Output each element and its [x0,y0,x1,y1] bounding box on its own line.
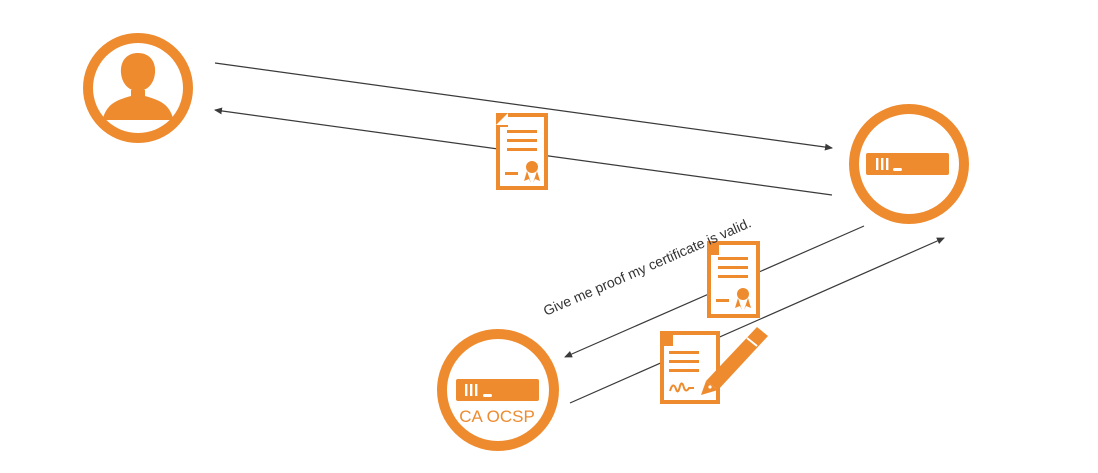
certificate-icon [496,113,548,190]
ca-ocsp-node: CA OCSP [437,329,559,451]
pen-icon [701,327,768,395]
connectors [214,62,945,404]
user-icon [103,53,173,120]
server-icon [866,153,949,175]
signed-document-icon [660,327,768,404]
ca-server-icon [456,379,539,401]
certificate-icon [707,241,760,318]
server-node [849,104,969,224]
ca-ocsp-label: CA OCSP [459,407,535,426]
arrow-user-to-server [214,62,833,151]
arrow-ca-to-server [569,237,945,404]
user-node [83,33,193,143]
